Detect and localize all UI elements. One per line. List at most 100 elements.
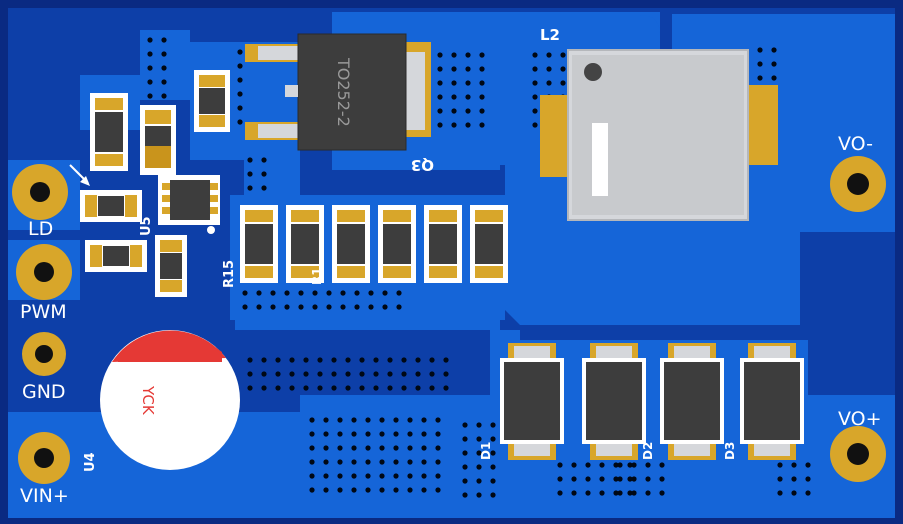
via: [270, 304, 276, 310]
via: [351, 473, 357, 479]
via: [147, 37, 153, 43]
via: [401, 357, 407, 363]
via: [270, 290, 276, 296]
via: [557, 462, 563, 468]
label-ld: LD: [28, 218, 53, 240]
via: [465, 80, 471, 86]
via: [465, 94, 471, 100]
via: [627, 490, 633, 496]
via: [435, 487, 441, 493]
via: [443, 357, 449, 363]
diode: [500, 343, 564, 460]
via: [396, 290, 402, 296]
via: [757, 61, 763, 67]
via: [323, 445, 329, 451]
resistor-array: [240, 205, 508, 283]
via: [161, 37, 167, 43]
via: [437, 108, 443, 114]
via: [351, 459, 357, 465]
via: [365, 473, 371, 479]
via: [435, 417, 441, 423]
via: [317, 371, 323, 377]
via: [532, 94, 538, 100]
diode-array: [500, 343, 804, 460]
via: [476, 450, 482, 456]
cap-size-label: 8X8: [178, 388, 198, 421]
via: [659, 490, 665, 496]
via: [354, 304, 360, 310]
via: [421, 459, 427, 465]
via: [421, 487, 427, 493]
via: [490, 492, 496, 498]
via: [331, 357, 337, 363]
via: [631, 462, 637, 468]
via: [284, 304, 290, 310]
via: [627, 462, 633, 468]
diode: [740, 343, 804, 460]
label-q3: Q3: [411, 156, 434, 174]
connector-pads: [12, 156, 886, 484]
via: [373, 385, 379, 391]
via: [617, 476, 623, 482]
via: [421, 417, 427, 423]
via: [571, 490, 577, 496]
via: [379, 431, 385, 437]
via: [415, 357, 421, 363]
via: [365, 445, 371, 451]
via: [393, 417, 399, 423]
via: [354, 290, 360, 296]
via: [382, 304, 388, 310]
via: [437, 122, 443, 128]
via: [261, 357, 267, 363]
via: [337, 431, 343, 437]
via: [326, 290, 332, 296]
via: [401, 385, 407, 391]
via: [237, 63, 243, 69]
via: [617, 462, 623, 468]
resistor: [240, 205, 278, 283]
via: [613, 490, 619, 496]
mosfet-q3: [245, 33, 431, 151]
diode: [660, 343, 724, 460]
via: [340, 304, 346, 310]
via: [415, 385, 421, 391]
via: [443, 371, 449, 377]
via: [351, 487, 357, 493]
via: [289, 371, 295, 377]
via: [365, 459, 371, 465]
via: [421, 431, 427, 437]
label-u4: U4: [83, 452, 98, 472]
via: [599, 490, 605, 496]
via: [161, 65, 167, 71]
via: [585, 476, 591, 482]
via: [337, 487, 343, 493]
via: [393, 431, 399, 437]
via: [465, 66, 471, 72]
inductor-l2: [540, 49, 778, 221]
resistor: [470, 205, 508, 283]
via: [791, 476, 797, 482]
via: [465, 108, 471, 114]
via: [437, 66, 443, 72]
via: [284, 290, 290, 296]
label-l2: L2: [540, 26, 560, 44]
label-d1: D1: [479, 442, 493, 460]
via: [532, 80, 538, 86]
via: [368, 290, 374, 296]
cap-brand-label: YCK: [139, 385, 157, 416]
via: [599, 462, 605, 468]
via: [373, 357, 379, 363]
resistor: [286, 205, 324, 283]
via: [546, 80, 552, 86]
via: [571, 462, 577, 468]
via: [309, 445, 315, 451]
via: [546, 52, 552, 58]
diode: [582, 343, 646, 460]
via: [345, 371, 351, 377]
via: [379, 445, 385, 451]
via: [309, 473, 315, 479]
via: [326, 304, 332, 310]
via: [479, 80, 485, 86]
via: [560, 80, 566, 86]
